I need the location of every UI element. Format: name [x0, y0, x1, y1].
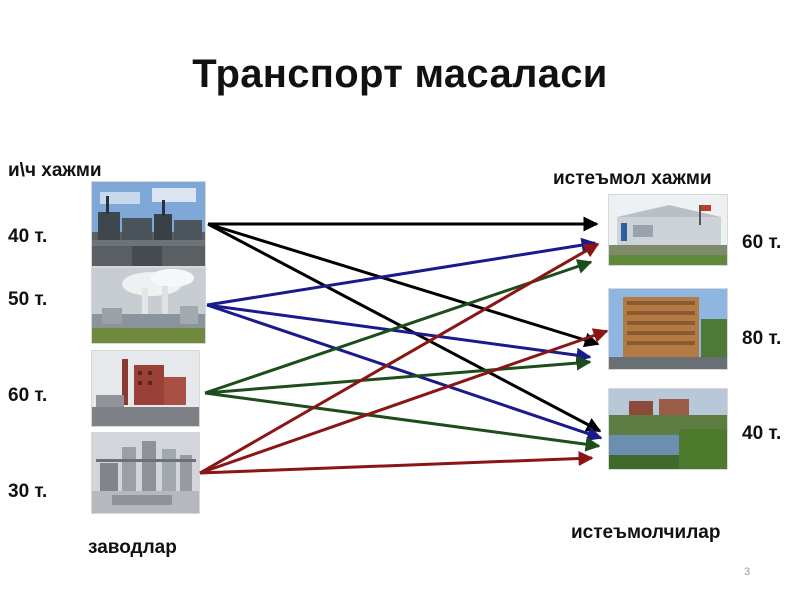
consumers-label: истеъмолчилар	[571, 522, 721, 543]
page-number: 3	[744, 566, 751, 578]
route-arrow-f4-c2	[199, 328, 609, 475]
supply-header: и\ч хажми	[8, 160, 102, 181]
supply-4: 30 т.	[8, 481, 48, 502]
factories-label: заводлар	[88, 537, 177, 558]
factory-image-4	[91, 432, 200, 514]
demand-3: 40 т.	[742, 423, 782, 444]
route-arrow-f1-c3	[207, 222, 602, 433]
route-arrow-f4-c1	[199, 242, 600, 475]
consumer-image-1	[608, 194, 728, 266]
factory-image-3	[91, 350, 200, 427]
slide-title: Транспорт масаласи	[192, 52, 608, 96]
factory-image-2	[91, 267, 206, 344]
consumer-image-3	[608, 388, 728, 470]
supply-2: 50 т.	[8, 289, 48, 310]
supply-1: 40 т.	[8, 226, 48, 247]
demand-header: истеъмол хажми	[553, 168, 712, 189]
supply-3: 60 т.	[8, 385, 48, 406]
factory-image-1	[91, 181, 206, 267]
route-arrow-f2-c2	[206, 303, 592, 363]
route-arrow-f2-c1	[206, 237, 597, 307]
route-arrow-f3-c3	[204, 391, 601, 452]
route-arrow-f2-c3	[206, 303, 603, 441]
demand-1: 60 т.	[742, 232, 782, 253]
route-arrow-f3-c2	[204, 355, 592, 395]
route-arrow-f1-c2	[207, 222, 600, 348]
consumer-image-2	[608, 288, 728, 370]
route-arrow-f4-c3	[199, 451, 594, 475]
demand-2: 80 т.	[742, 328, 782, 349]
